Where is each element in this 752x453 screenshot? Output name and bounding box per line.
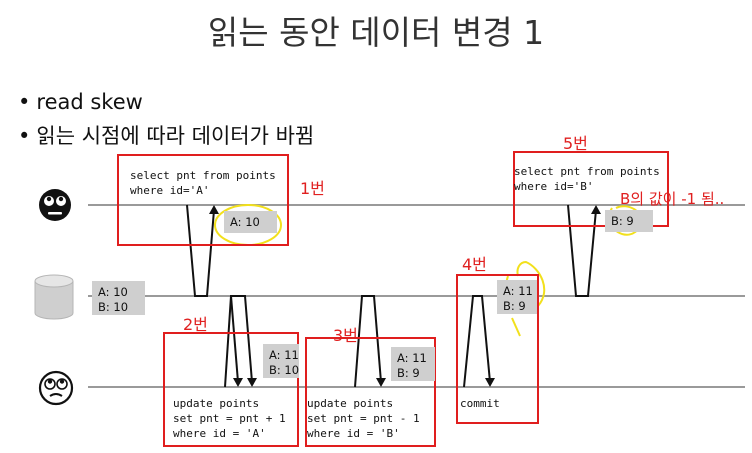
step1-highlight-box <box>117 154 289 246</box>
flow-step4 <box>463 295 491 388</box>
db-initial-values: A: 10 B: 10 <box>92 281 145 315</box>
bullet-read-skew: read skew <box>18 90 142 114</box>
step2-highlight-box <box>163 332 299 447</box>
query-select-b: select pnt from points where id='B' <box>514 165 660 193</box>
arrowhead-step4 <box>485 378 495 387</box>
values-after-step3: A: 11 B: 9 <box>391 347 435 381</box>
step3-label: 3번 <box>333 326 358 345</box>
step3-highlight-box <box>305 337 436 447</box>
bullet-read-timing: 읽는 시점에 따라 데이터가 바뀜 <box>18 120 314 150</box>
query-commit: commit <box>460 397 500 410</box>
step5-label: 5번 <box>563 134 588 153</box>
flow-step5 <box>567 204 597 297</box>
b-changed-note: B의 값이 -1 됨.. <box>620 190 725 208</box>
arrowhead-step3 <box>376 378 386 387</box>
values-after-commit: A: 11 B: 9 <box>497 280 537 314</box>
step4-label: 4번 <box>462 255 487 274</box>
arrowhead-step1 <box>209 205 219 214</box>
step2-label: 2번 <box>183 315 208 334</box>
flow-step2 <box>230 295 239 383</box>
step1-label: 1번 <box>300 179 325 198</box>
step4-highlight-box <box>456 274 539 424</box>
arrowhead-step5 <box>591 205 601 214</box>
database-cylinder-icon <box>34 274 74 320</box>
rolling-eyes-face-icon <box>38 370 74 406</box>
query-update-b: update points set pnt = pnt - 1 where id… <box>307 397 420 440</box>
arrowhead-step2 <box>247 378 257 387</box>
result-a-box: A: 10 <box>224 211 277 233</box>
slide-title: 읽는 동안 데이터 변경 1 <box>207 13 545 52</box>
values-after-step2: A: 11 B: 10 <box>263 344 299 378</box>
query-update-a: update points set pnt = pnt + 1 where id… <box>173 397 286 440</box>
result-b-box: B: 9 <box>605 210 653 232</box>
arrowhead-step2-down <box>233 378 243 387</box>
flow-step1 <box>186 204 215 297</box>
dark-face-icon <box>39 189 71 221</box>
flow-step3 <box>354 295 382 388</box>
step5-highlight-box <box>513 151 669 227</box>
query-select-a: select pnt from points where id='A' <box>130 169 276 197</box>
